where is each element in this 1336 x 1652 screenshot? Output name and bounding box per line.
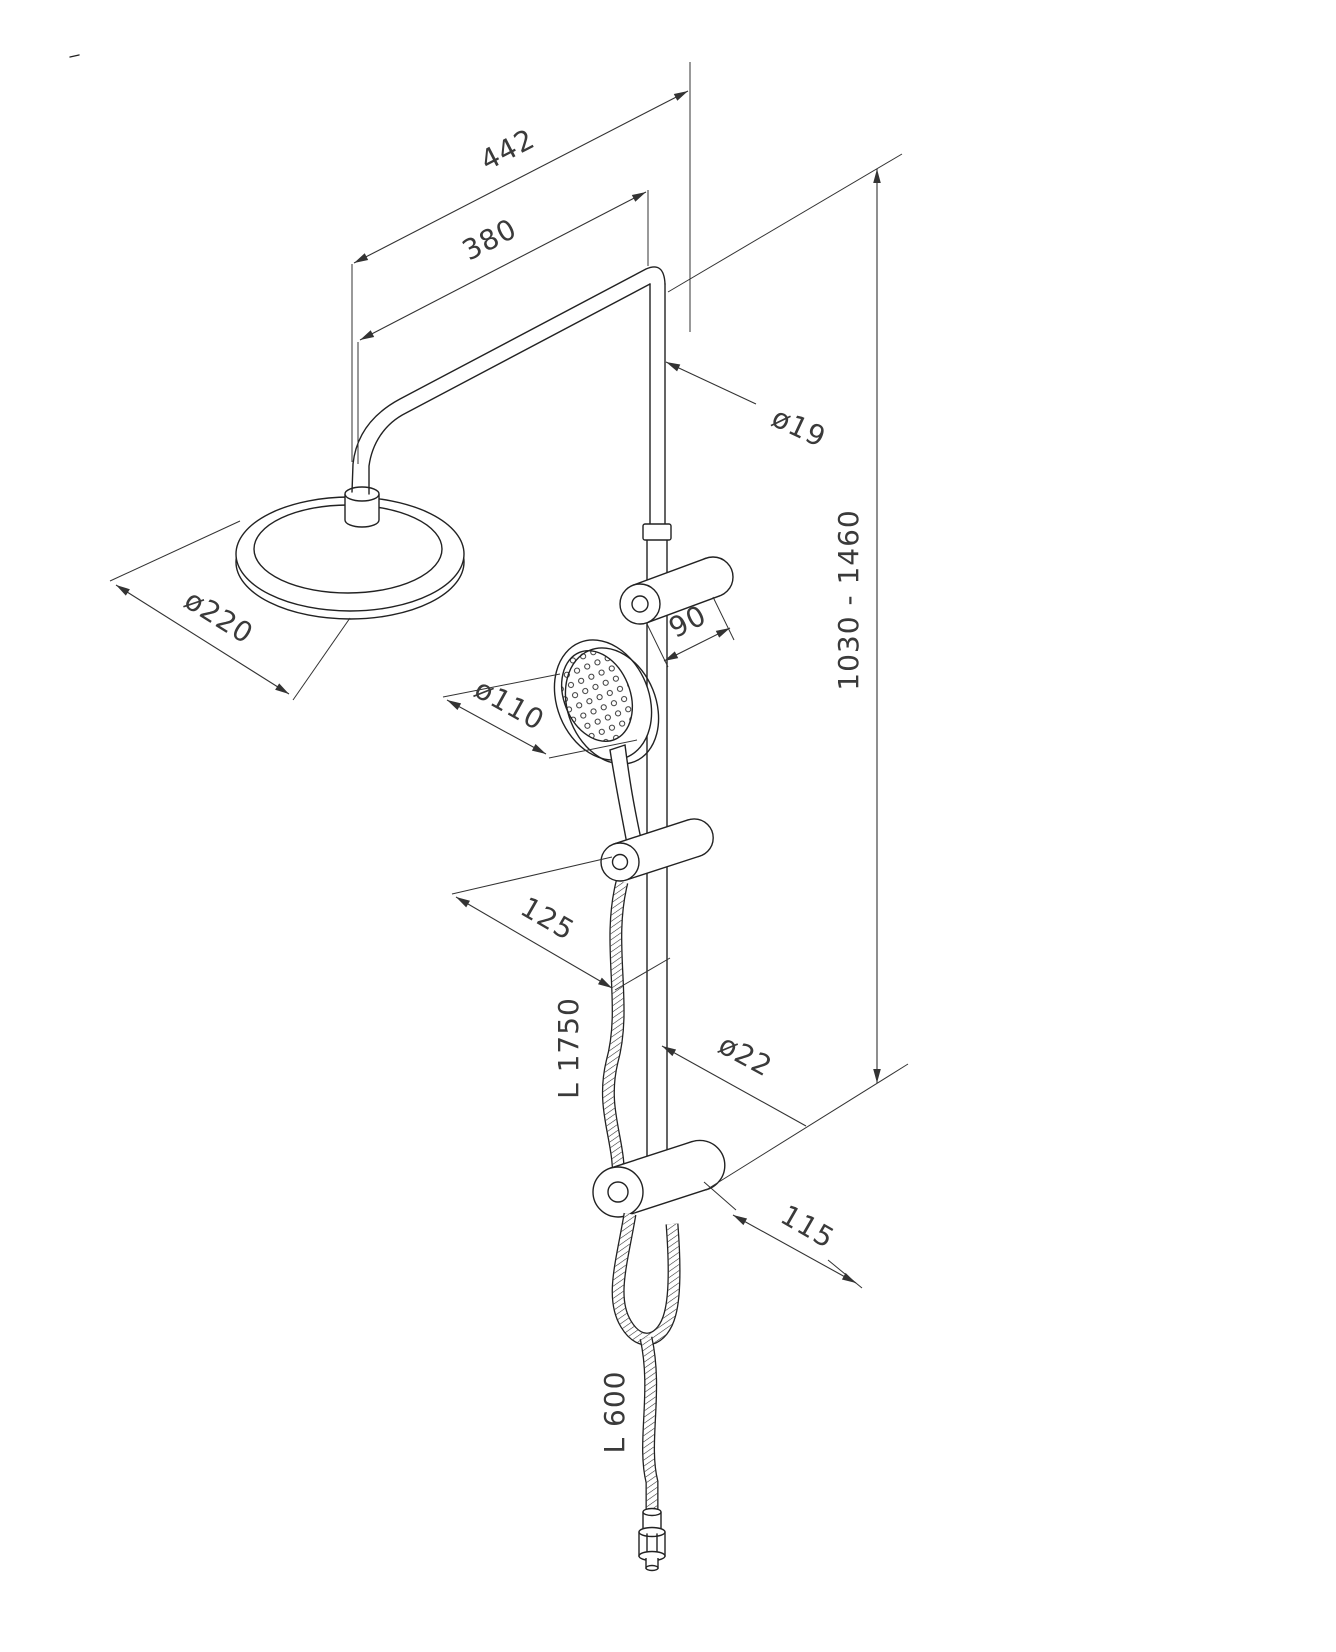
dim-rain-head-diameter-label: ø220: [179, 583, 260, 651]
spray-face: [560, 650, 634, 742]
dim-height-range-label: 1030 - 1460: [832, 509, 865, 690]
hose-long: [601, 880, 629, 1187]
hose-short: [639, 1336, 659, 1512]
dim-arm-to-head-label: 380: [457, 212, 522, 267]
hose-short-length-label: L 600: [598, 1371, 631, 1454]
head-hub: [344, 486, 380, 528]
dim-arm-total-label: 442: [475, 122, 540, 177]
hand-shower-handle: [609, 744, 642, 845]
dim-bottom-pipe-diameter-label: ø22: [713, 1028, 778, 1084]
dim-outlet-offset: 115: [703, 1181, 863, 1289]
diverter-bracket: [592, 1139, 726, 1218]
pipe-joint-collar: [642, 523, 672, 541]
rain-shower-head: [235, 486, 465, 620]
hand-shower: [553, 639, 660, 845]
hand-shower-holder: [600, 818, 714, 882]
dim-bottom-pipe-diameter: ø22: [661, 1028, 807, 1127]
dim-holder-offset-label: 125: [515, 890, 580, 947]
dim-hand-shower-diameter-label: ø110: [469, 672, 550, 737]
holder-end-cap: [600, 842, 640, 882]
stray-mark: [69, 54, 80, 58]
dim-arm-to-head: 380: [357, 190, 649, 464]
dim-arm-total: 442: [351, 62, 691, 462]
dim-height-range: 1030 - 1460: [667, 153, 909, 1191]
dim-top-pipe-diameter: ø19: [665, 361, 831, 454]
bracket-end-cap: [619, 583, 661, 625]
dim-top-pipe-diameter-label: ø19: [767, 401, 831, 454]
hose-long-length-label: L 1750: [552, 997, 585, 1099]
upper-wall-bracket: [619, 556, 734, 625]
diverter-end-cap: [592, 1166, 644, 1218]
dim-outlet-offset-label: 115: [775, 1198, 840, 1255]
hose-connector-nut: [638, 1507, 666, 1572]
shower-arm: [351, 266, 666, 495]
hose-loop: [611, 1212, 681, 1346]
